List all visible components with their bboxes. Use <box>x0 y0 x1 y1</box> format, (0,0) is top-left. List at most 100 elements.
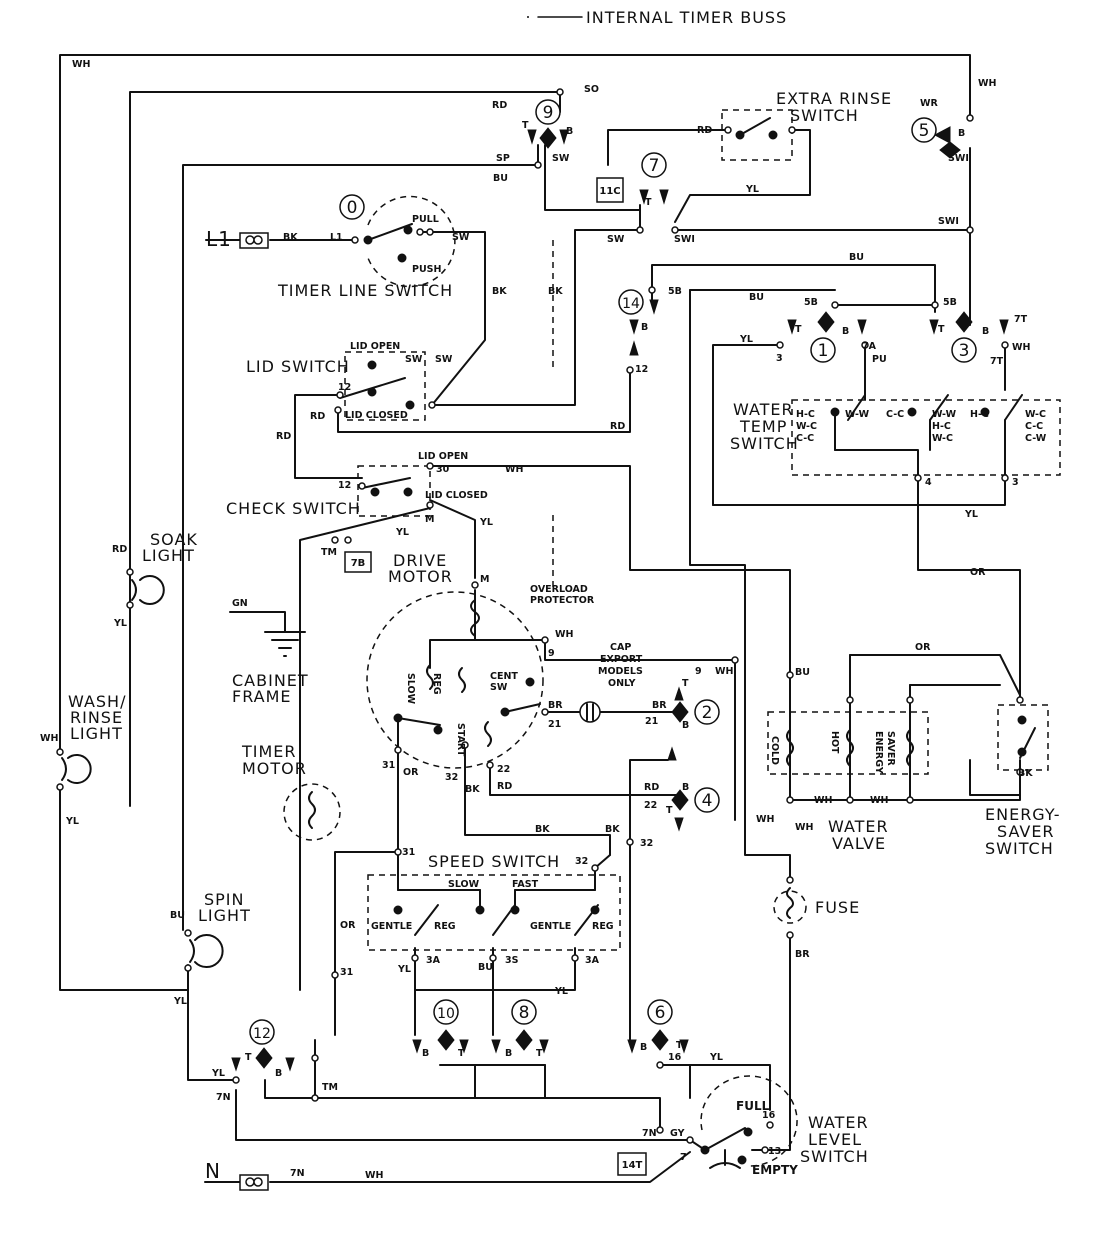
wire-yl-spin <box>187 964 237 1081</box>
svg-text:3S: 3S <box>505 955 519 966</box>
cam-8: 8 <box>511 999 537 1025</box>
cabinet-label-2: FRAME <box>232 687 292 706</box>
box-11c: 11C <box>596 177 624 203</box>
svg-text:SO: SO <box>584 84 599 95</box>
water-temp-label-2: TEMP <box>739 417 787 436</box>
svg-text:RD: RD <box>310 411 325 422</box>
svg-text:BU: BU <box>478 962 493 973</box>
svg-text:T: T <box>536 1048 543 1059</box>
svg-text:YL: YL <box>554 986 568 997</box>
svg-text:31: 31 <box>340 967 353 978</box>
water-temp-switch <box>791 341 1061 482</box>
svg-text:C-C: C-C <box>796 433 814 444</box>
wire-yl-16 <box>659 1064 771 1111</box>
svg-text:ENERGY: ENERGY <box>873 731 884 774</box>
wire-bk-32 <box>464 744 611 856</box>
svg-text:BR: BR <box>548 700 563 711</box>
legend: INTERNAL TIMER BUSS <box>537 8 786 27</box>
svg-text:3A: 3A <box>426 955 441 966</box>
soak-light <box>126 568 165 609</box>
box-14t: 14T <box>617 1152 647 1176</box>
svg-text:SAVER: SAVER <box>885 731 896 766</box>
svg-text:7N: 7N <box>216 1092 231 1103</box>
svg-text:SW: SW <box>607 234 625 245</box>
energy-saver-label-2: SAVER <box>997 822 1055 841</box>
svg-text:BU: BU <box>795 667 810 678</box>
wire-n <box>269 1151 691 1183</box>
extra-rinse-label-1: EXTRA RINSE <box>776 89 892 108</box>
svg-text:YL: YL <box>113 618 127 629</box>
svg-text:31: 31 <box>402 847 415 858</box>
svg-text:RD: RD <box>644 782 659 793</box>
svg-text:W-C: W-C <box>1025 409 1046 420</box>
svg-text:RD: RD <box>610 421 625 432</box>
svg-text:7N: 7N <box>642 1128 657 1139</box>
water-level-label-3: SWITCH <box>800 1147 869 1166</box>
soak-label-1: SOAK <box>150 530 198 549</box>
svg-text:BK: BK <box>535 824 550 835</box>
svg-text:7T: 7T <box>990 356 1004 367</box>
svg-text:T: T <box>676 1040 683 1051</box>
svg-text:3: 3 <box>959 341 970 361</box>
fuse-label: FUSE <box>815 898 860 917</box>
svg-text:YL: YL <box>479 517 493 528</box>
svg-text:BR: BR <box>652 700 667 711</box>
svg-text:GENTLE: GENTLE <box>371 921 412 932</box>
terminals <box>231 126 1009 1072</box>
boxed-labels: 11C 7B 14T <box>344 177 647 1176</box>
wire-rd-lid-check <box>294 394 363 479</box>
svg-text:5B: 5B <box>668 286 682 297</box>
svg-text:22: 22 <box>644 800 657 811</box>
svg-text:T: T <box>645 197 652 208</box>
spin-light <box>184 929 224 972</box>
svg-text:B: B <box>682 720 689 731</box>
cam-14: 14 <box>618 289 644 315</box>
svg-text:7T: 7T <box>1014 314 1028 325</box>
wash-rinse-label-3: LIGHT <box>70 724 123 743</box>
water-valve <box>767 671 929 804</box>
svg-text:RD: RD <box>697 125 712 136</box>
svg-text:2: 2 <box>702 703 713 723</box>
svg-text:4: 4 <box>702 791 713 811</box>
svg-text:YL: YL <box>65 816 79 827</box>
water-level-switch <box>700 1075 798 1169</box>
svg-text:SWI: SWI <box>674 234 695 245</box>
svg-text:BK: BK <box>465 784 480 795</box>
svg-text:SLOW: SLOW <box>405 673 416 705</box>
svg-text:LID CLOSED: LID CLOSED <box>345 410 408 421</box>
svg-text:YL: YL <box>395 527 409 538</box>
cap-label-3: MODELS <box>598 666 643 677</box>
capacitor <box>579 701 601 723</box>
svg-text:WH: WH <box>40 733 58 744</box>
cap-label-1: CAP <box>610 642 631 653</box>
wash-rinse-light <box>56 748 92 791</box>
svg-text:B: B <box>682 782 689 793</box>
svg-text:LID CLOSED: LID CLOSED <box>425 490 488 501</box>
svg-text:C-C: C-C <box>1025 421 1043 432</box>
svg-text:31: 31 <box>382 760 395 771</box>
svg-text:32: 32 <box>445 772 458 783</box>
svg-text:5: 5 <box>919 121 930 141</box>
svg-text:SLOW: SLOW <box>448 879 480 890</box>
svg-text:EMPTY: EMPTY <box>752 1163 798 1177</box>
cam-10: 10 <box>433 999 459 1025</box>
svg-text:13: 13 <box>768 1146 781 1157</box>
timer-motor-label-1: TIMER <box>241 742 297 761</box>
svg-text:LID OPEN: LID OPEN <box>350 341 400 352</box>
svg-text:OR: OR <box>403 767 419 778</box>
svg-text:7A: 7A <box>862 341 877 352</box>
cam-1: 1 <box>810 337 836 363</box>
svg-text:COLD: COLD <box>769 736 780 765</box>
svg-text:RD: RD <box>276 431 291 442</box>
cam-9: 9 <box>535 99 561 125</box>
check-switch <box>357 462 434 517</box>
svg-text:B: B <box>275 1068 282 1079</box>
l1-plug <box>239 232 269 249</box>
svg-text:YL: YL <box>964 509 978 520</box>
svg-text:16: 16 <box>668 1052 682 1063</box>
svg-text:T: T <box>666 805 673 816</box>
svg-text:3A: 3A <box>585 955 600 966</box>
drive-motor <box>366 581 549 769</box>
svg-text:YL: YL <box>709 1052 723 1063</box>
wire-yl-extra <box>674 129 811 223</box>
